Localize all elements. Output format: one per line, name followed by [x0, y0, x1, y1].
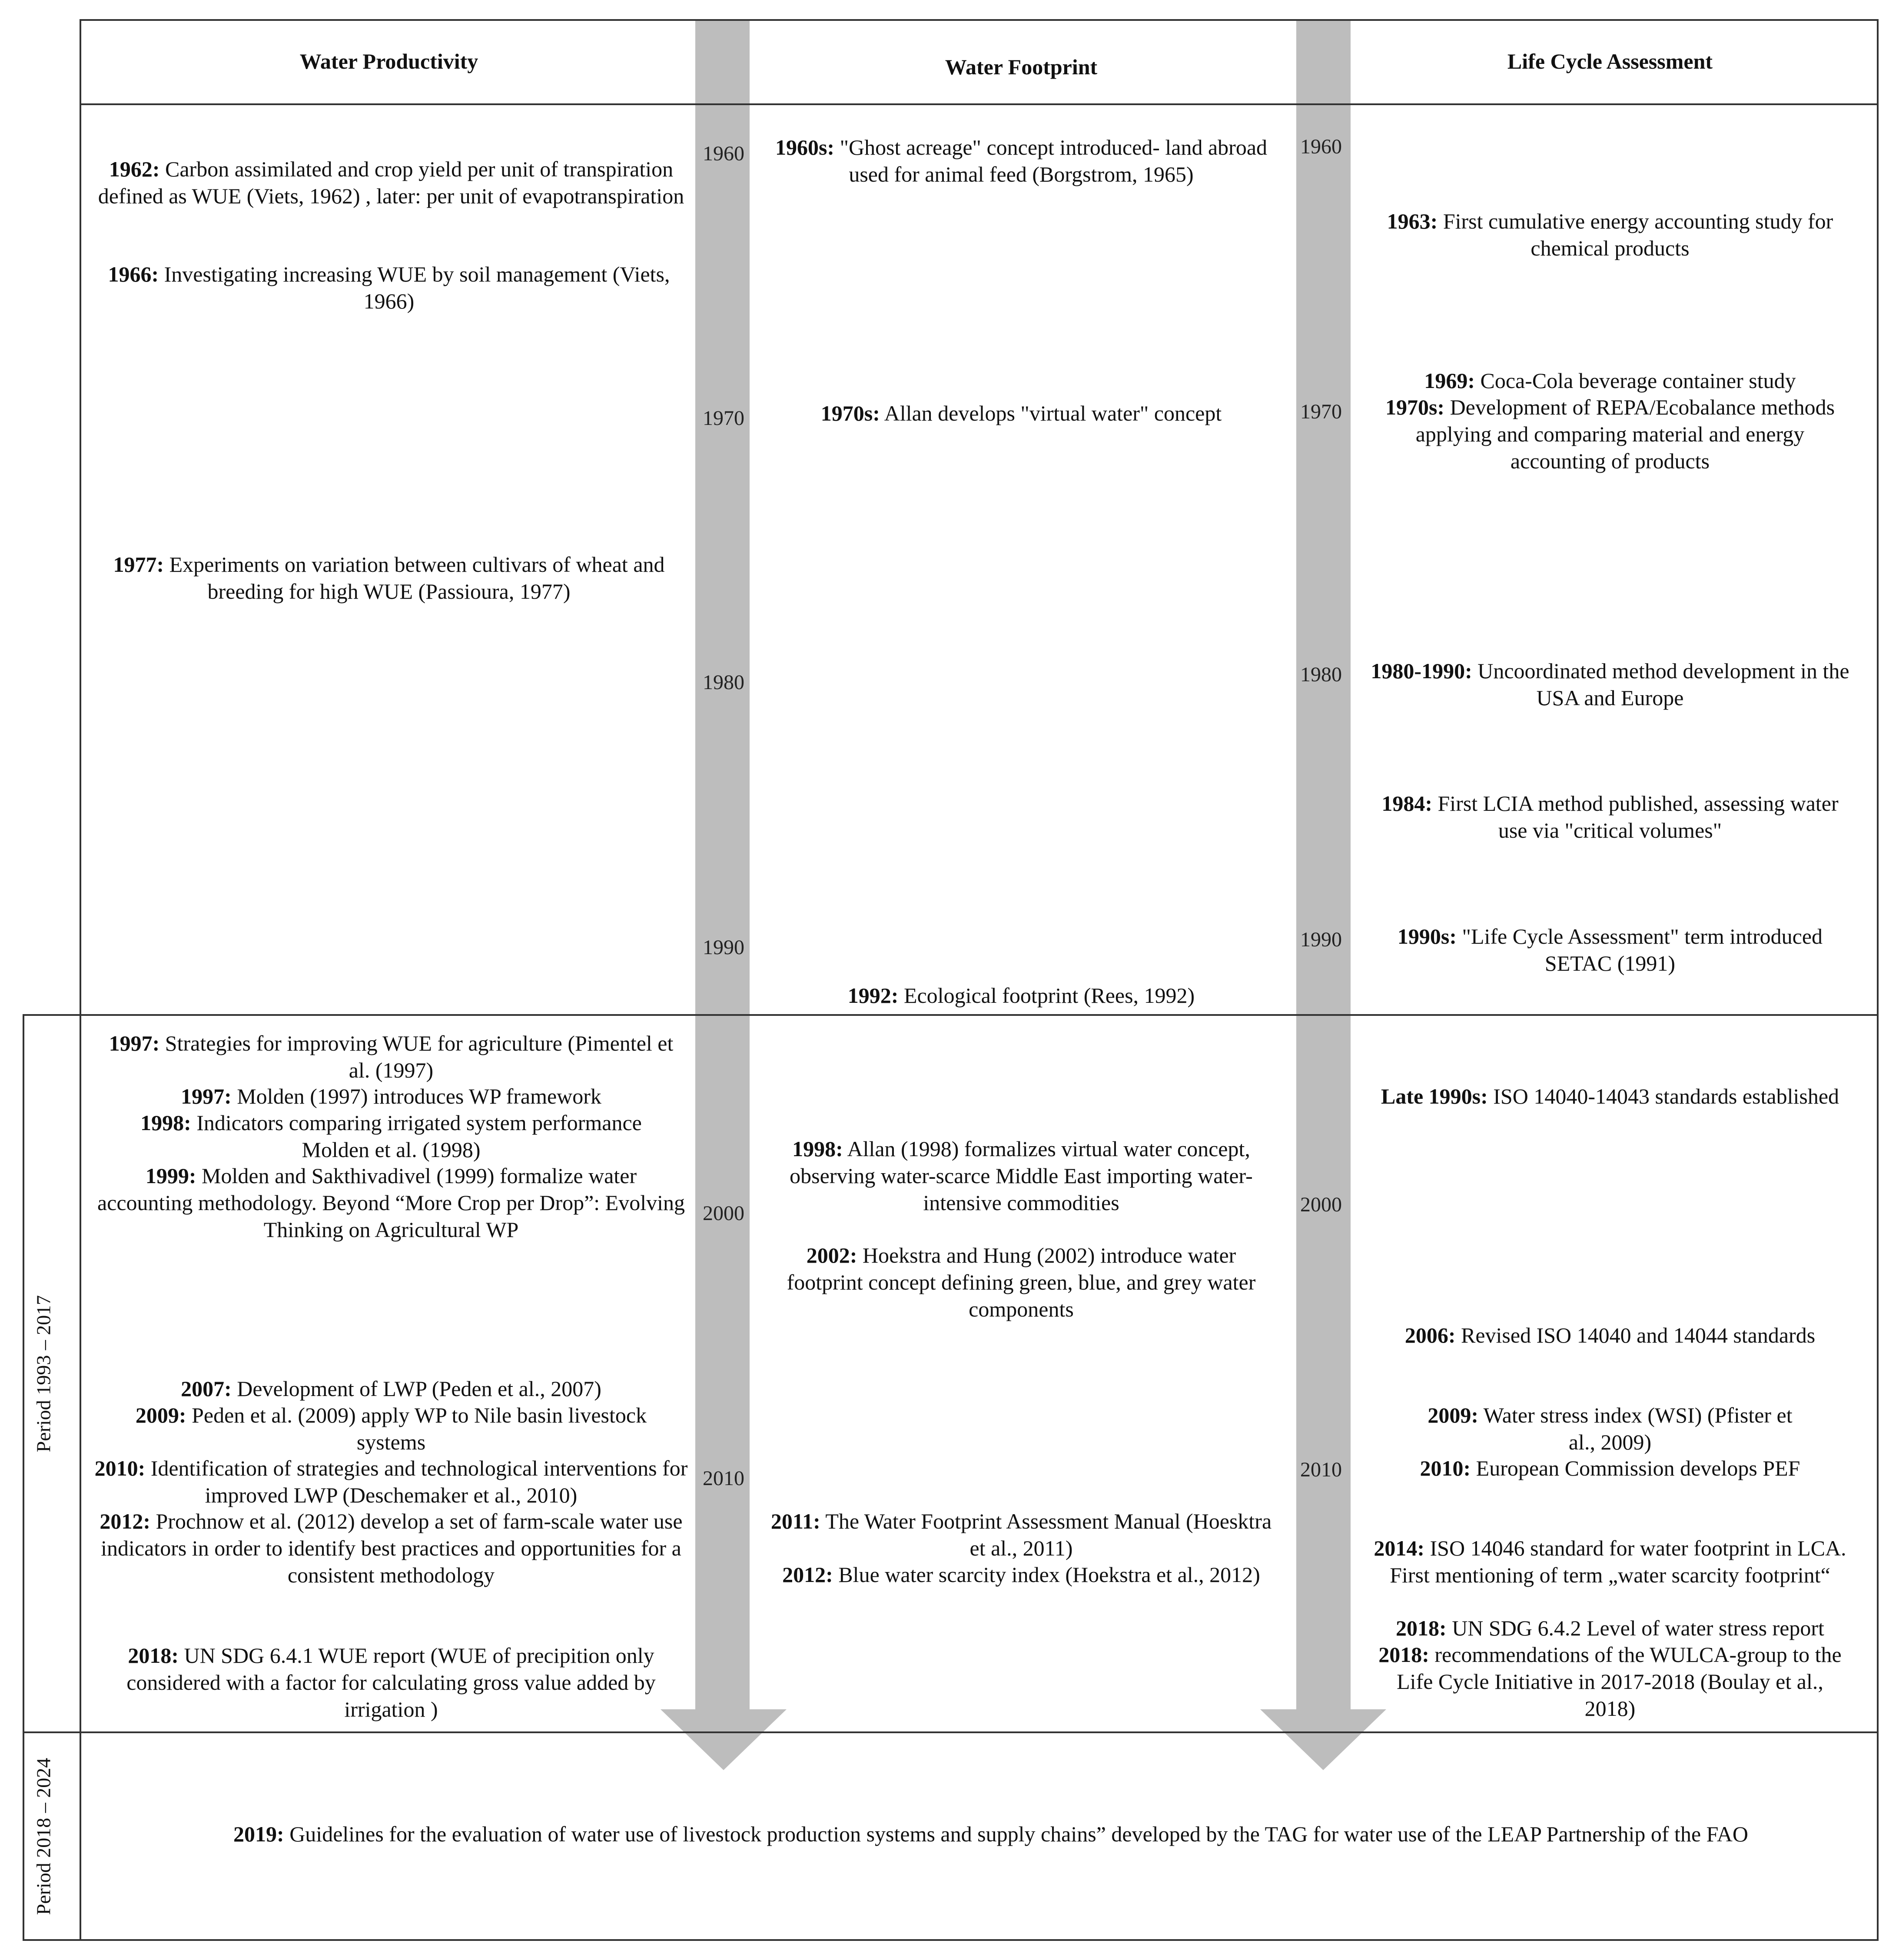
wp-entry: 1999: Molden and Sakthivadivel (1999) fo… [97, 1164, 685, 1242]
lca-entry: 2009: Water stress index (WSI) (Pfister … [1428, 1403, 1793, 1454]
wf-entry: 1960s: "Ghost acreage" concept introduce… [775, 135, 1268, 186]
year-label: 2010 [1300, 1458, 1342, 1481]
year-label: 1980 [1300, 663, 1342, 686]
table-right-border [1877, 19, 1879, 1941]
wp-entry: 2007: Development of LWP (Peden et al., … [181, 1376, 601, 1401]
wf-entry: 2011: The Water Footprint Assessment Man… [770, 1509, 1272, 1560]
table-left-border [80, 19, 81, 1941]
wp-entry: 2009: Peden et al. (2009) apply WP to Ni… [135, 1403, 647, 1454]
period1-top-border [23, 1014, 1879, 1016]
lca-entry: 1980-1990: Uncoordinated method developm… [1371, 659, 1849, 710]
lca-entry: 2014: ISO 14046 standard for water footp… [1374, 1536, 1846, 1587]
wf-entry: 2002: Hoekstra and Hung (2002) introduce… [787, 1243, 1256, 1321]
year-label: 1960 [1300, 135, 1342, 158]
year-label: 1980 [703, 671, 744, 694]
lca-entry: 2006: Revised ISO 14040 and 14044 standa… [1404, 1323, 1816, 1347]
wf-entry: 1992: Ecological footprint (Rees, 1992) [847, 983, 1195, 1008]
year-label: 1990 [703, 936, 744, 959]
year-label: 2000 [703, 1202, 744, 1225]
lca-entry: 1984: First LCIA method published, asses… [1381, 791, 1839, 842]
lca-entry: 2018: recommendations of the WULCA-group… [1378, 1642, 1842, 1721]
wp-entry: 1962: Carbon assimilated and crop yield … [98, 157, 684, 208]
period2-top-border [23, 1731, 1879, 1733]
lca-entry: 2018: UN SDG 6.4.2 Level of water stress… [1396, 1616, 1824, 1640]
timeline-arrow-left [661, 19, 787, 1770]
header-water-productivity: Water Productivity [299, 49, 478, 73]
year-label: 2000 [1300, 1193, 1342, 1216]
wp-entry: 1966: Investigating increasing WUE by so… [108, 262, 670, 313]
wp-entry: 1997: Strategies for improving WUE for a… [109, 1031, 674, 1082]
wp-entry: 1977: Experiments on variation between c… [113, 552, 665, 604]
table-top-border [80, 19, 1879, 21]
wf-entry: 2012: Blue water scarcity index (Hoekstr… [782, 1562, 1260, 1587]
lca-entry: 1990s: "Life Cycle Assessment" term intr… [1397, 924, 1823, 975]
lca-entry: 2010: European Commission develops PEF [1420, 1456, 1800, 1480]
lca-entry: 1969: Coca-Cola beverage container study [1424, 368, 1796, 393]
period-label-2018-2024: Period 2018 – 2024 [32, 1758, 55, 1915]
lca-entry: 1970s: Development of REPA/Ecobalance me… [1385, 395, 1835, 473]
bottom-entry: 2019: Guidelines for the evaluation of w… [233, 1822, 1748, 1846]
header-bottom-border [80, 103, 1879, 105]
wp-entry: 2018: UN SDG 6.4.1 WUE report (WUE of pr… [126, 1643, 656, 1721]
header-life-cycle-assessment: Life Cycle Assessment [1507, 49, 1713, 73]
period-label-1993-2017: Period 1993 – 2017 [32, 1295, 55, 1453]
year-label: 1960 [703, 142, 744, 165]
timeline-arrow-right [1260, 19, 1386, 1770]
year-label: 1990 [1300, 928, 1342, 951]
period-left-border [23, 1014, 24, 1941]
wp-entry: 1997: Molden (1997) introduces WP framew… [181, 1084, 601, 1108]
table-bottom-border [23, 1939, 1879, 1941]
lca-entry: 1963: First cumulative energy accounting… [1387, 209, 1833, 260]
wp-entry: 1998: Indicators comparing irrigated sys… [140, 1111, 642, 1162]
wf-entry: 1970s: Allan develops "virtual water" co… [820, 401, 1222, 425]
year-label: 1970 [1300, 400, 1342, 423]
header-water-footprint: Water Footprint [945, 55, 1098, 79]
wp-entry: 2012: Prochnow et al. (2012) develop a s… [100, 1509, 683, 1587]
year-label: 1970 [703, 407, 744, 430]
lca-entry: Late 1990s: ISO 14040-14043 standards es… [1381, 1084, 1839, 1108]
wf-entry: 1998: Allan (1998) formalizes virtual wa… [790, 1137, 1253, 1215]
year-label: 2010 [703, 1467, 744, 1490]
wp-entry: 2010: Identification of strategies and t… [94, 1456, 688, 1507]
